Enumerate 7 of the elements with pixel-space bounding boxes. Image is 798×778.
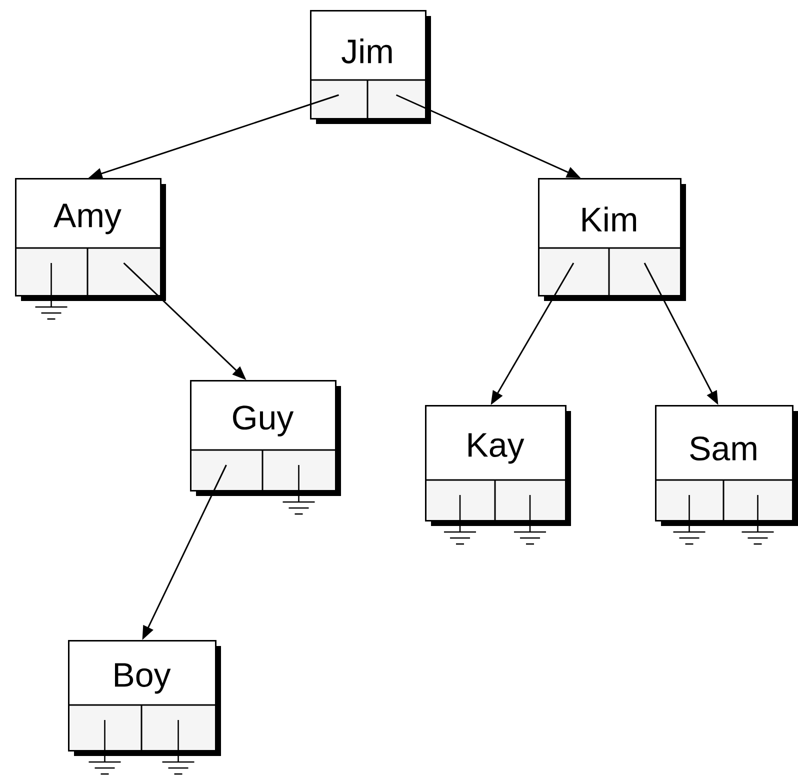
record-box: Sam xyxy=(655,405,798,526)
record-box: Boy xyxy=(68,640,221,756)
record-box: Amy xyxy=(15,178,166,301)
record-box: Kim xyxy=(538,178,686,301)
record-box: Jim xyxy=(310,10,431,124)
record-box: Guy xyxy=(190,380,341,496)
record-box: Kay xyxy=(425,405,571,526)
